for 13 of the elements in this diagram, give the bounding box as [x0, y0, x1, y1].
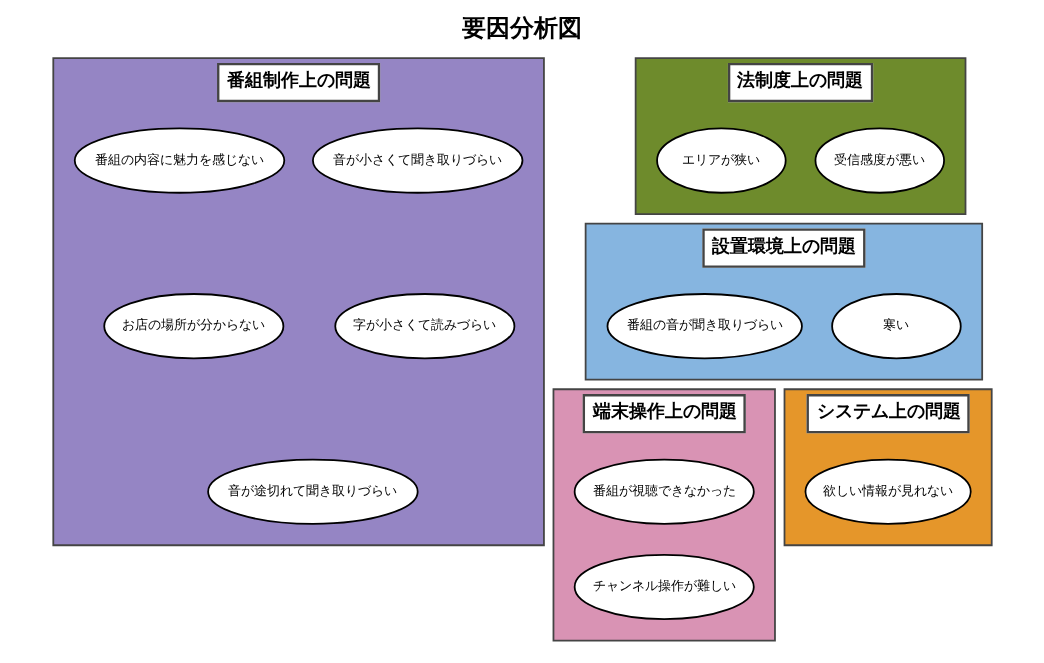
node-ellipse: お店の場所が分からない [102, 293, 284, 360]
node-ellipse: 受信感度が悪い [814, 127, 945, 194]
node-ellipse: エリアが狭い [655, 127, 787, 194]
node-ellipse: 音が途切れて聞き取りづらい [206, 458, 419, 525]
diagram-title: 要因分析図 [461, 13, 582, 42]
node-ellipse: チャンネル操作が難しい [573, 553, 755, 620]
node-ellipse: 寒い [830, 293, 962, 360]
node-ellipse: 字が小さくて読みづらい [333, 293, 515, 360]
node-ellipse: 欲しい情報が見れない [804, 458, 972, 525]
node-ellipse: 番組の内容に魅力を感じない [73, 127, 285, 194]
node-ellipse: 番組の音が聞き取りづらい [606, 293, 803, 360]
node-ellipse: 番組が視聴できなかった [573, 458, 755, 525]
node-ellipse: 音が小さくて聞き取りづらい [311, 127, 523, 194]
